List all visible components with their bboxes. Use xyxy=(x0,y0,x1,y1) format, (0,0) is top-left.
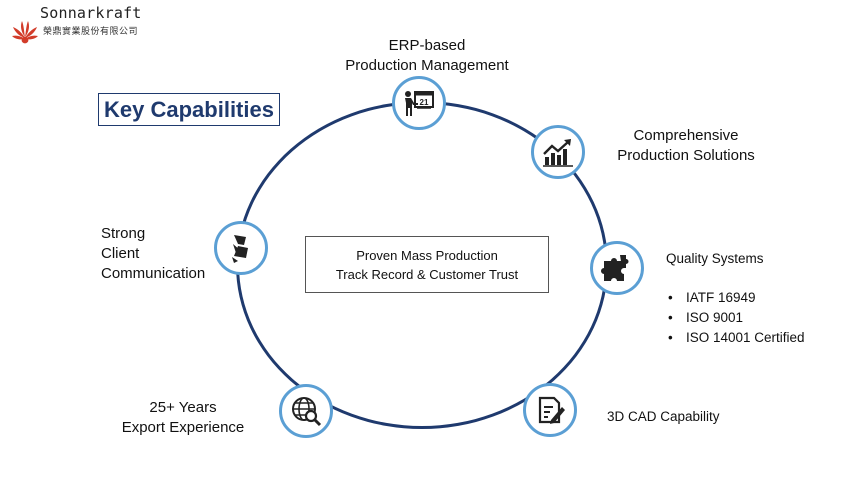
page-title-box: Key Capabilities xyxy=(98,93,280,126)
quality-bullet-item: IATF 16949 xyxy=(668,288,805,308)
solutions-label-line-2: Production Solutions xyxy=(617,147,755,164)
page-title: Key Capabilities xyxy=(104,96,274,122)
quality-label: Quality Systems xyxy=(666,251,764,266)
quality-bullet-item: ISO 14001 Certified xyxy=(668,328,805,348)
export-label-line-2: Export Experience xyxy=(121,419,245,436)
erp-label: ERP-based Production Management xyxy=(320,36,534,76)
client-label-line-1: Strong xyxy=(101,225,146,242)
logo-name: Sonnarkraft xyxy=(40,4,142,22)
solutions-node xyxy=(531,125,585,179)
calendar-presenter-icon: 21 xyxy=(405,91,434,116)
erp-node: 21 xyxy=(392,76,446,130)
center-line-1: Proven Mass Production xyxy=(356,247,498,263)
handshake-icon xyxy=(232,235,248,263)
center-line-2: Track Record & Customer Trust xyxy=(335,266,519,282)
export-node xyxy=(279,384,333,438)
erp-label-line-2: Production Management xyxy=(345,57,509,74)
cad-node xyxy=(523,383,577,437)
center-statement: Proven Mass Production Track Record & Cu… xyxy=(305,236,549,293)
date-badge: 21 xyxy=(420,98,429,107)
client-node xyxy=(214,221,268,275)
logo-subtitle: 榮鼎實業股份有限公司 xyxy=(43,26,139,36)
client-label: Strong Client Communication xyxy=(101,224,205,284)
puzzle-icon xyxy=(601,255,629,281)
client-label-line-2: Client xyxy=(101,245,140,262)
export-label-line-1: 25+ Years xyxy=(149,399,217,416)
cad-label: 3D CAD Capability xyxy=(607,409,720,424)
solutions-label: Comprehensive Production Solutions xyxy=(600,126,772,166)
solutions-label-line-1: Comprehensive xyxy=(633,127,739,144)
client-label-line-3: Communication xyxy=(101,265,206,282)
export-label: 25+ Years Export Experience xyxy=(100,398,266,438)
document-pen-icon xyxy=(538,396,565,424)
logo: Sonnarkraft 榮鼎實業股份有限公司 xyxy=(0,0,160,50)
quality-node xyxy=(590,241,644,295)
quality-bullet-item: ISO 9001 xyxy=(668,308,805,328)
growth-chart-icon xyxy=(543,139,573,167)
erp-label-line-1: ERP-based xyxy=(388,37,466,54)
quality-bullet-list: IATF 16949 ISO 9001 ISO 14001 Certified xyxy=(668,288,805,348)
logo-mark-icon xyxy=(12,21,38,44)
globe-search-icon xyxy=(292,397,322,427)
